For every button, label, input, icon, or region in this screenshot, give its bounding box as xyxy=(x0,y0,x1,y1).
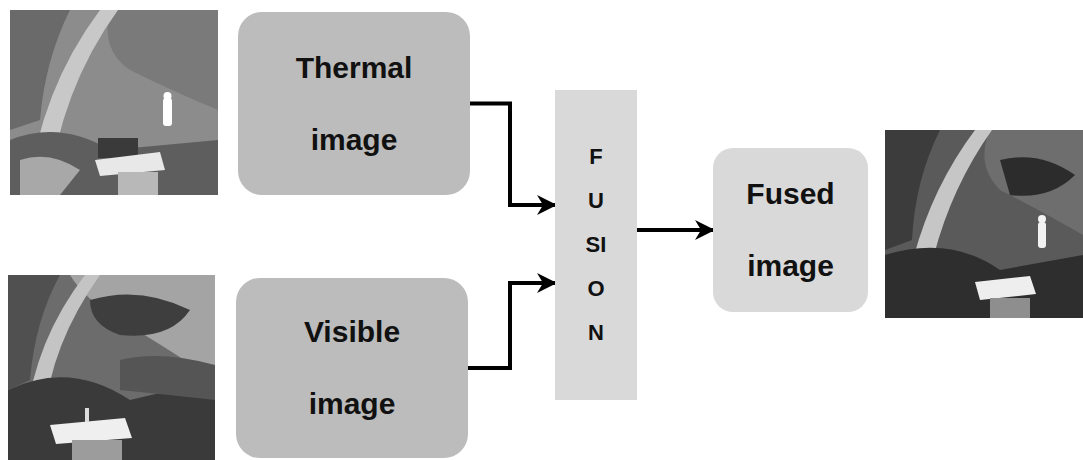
output-box: Fused image xyxy=(713,148,868,312)
flow-arrow xyxy=(470,104,555,206)
input-box: Visible image xyxy=(236,278,468,458)
box-label: Thermal image xyxy=(279,32,429,176)
visible-photo xyxy=(8,275,215,460)
box-label: Fused image xyxy=(731,158,851,302)
box-label: Visible image xyxy=(277,296,427,440)
fused-photo xyxy=(885,130,1083,318)
fusion-band: FUSION xyxy=(555,90,637,400)
flow-arrow xyxy=(637,228,713,232)
flow-arrow xyxy=(468,283,555,368)
input-box: Thermal image xyxy=(238,12,470,195)
vertical-label: FUSION xyxy=(585,135,607,355)
thermal-photo xyxy=(10,10,218,195)
